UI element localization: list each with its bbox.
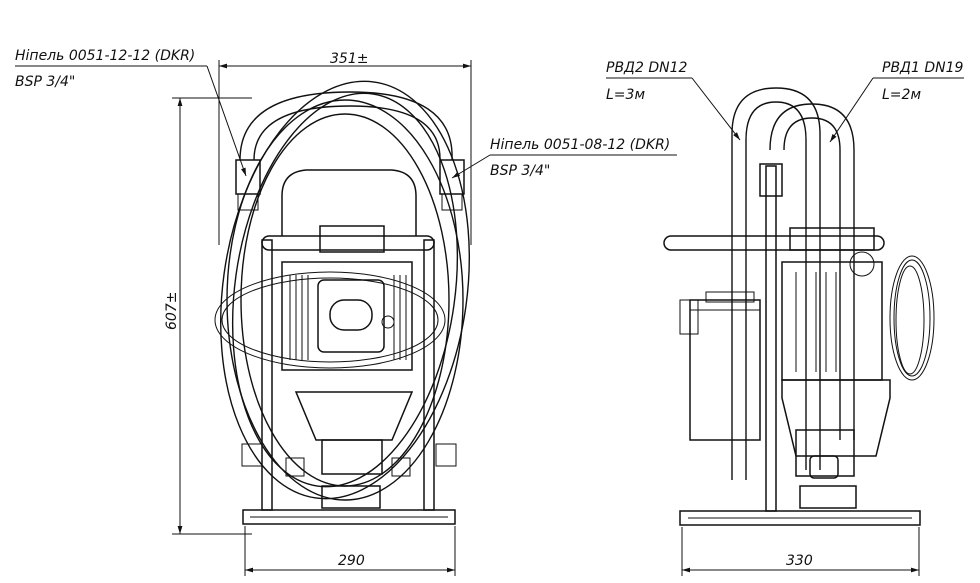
leader-hose2 [691, 77, 741, 141]
front-dimensions: 351± 607± 290 [164, 51, 472, 576]
side-motor [781, 261, 883, 381]
front-fitting-left [235, 159, 261, 195]
front-motor [281, 261, 413, 371]
label-hose2-line1: РВД2 DN12 [606, 60, 688, 76]
label-nipple-right-line1: Ніпель 0051-08-12 (DKR) [490, 137, 670, 153]
side-pump-housing [781, 379, 891, 457]
side-cable-coil [889, 255, 935, 381]
side-callouts: РВД2 DN12 L=3м РВД1 DN19 L=2м [606, 60, 964, 143]
side-view [663, 87, 935, 526]
front-frame-left [261, 239, 273, 511]
side-dimensions: 330 [681, 527, 920, 576]
side-valve [809, 455, 839, 479]
label-hose2-line2: L=3м [606, 87, 645, 103]
leader-nipple-left [206, 65, 247, 177]
front-pump-housing [294, 391, 414, 441]
front-control-box [317, 279, 385, 353]
front-frame-right [423, 239, 435, 511]
front-view [214, 80, 470, 525]
front-logo-plate [329, 299, 373, 331]
label-nipple-left-line1: Ніпель 0051-12-12 (DKR) [15, 48, 195, 64]
dim-top-width: 351± [330, 51, 368, 67]
label-hose1-line1: РВД1 DN19 [882, 60, 964, 76]
front-tank [281, 169, 417, 236]
front-base-plate [242, 509, 456, 525]
side-tank [689, 299, 761, 441]
dim-base-width: 290 [338, 553, 365, 569]
label-nipple-left-line2: BSP 3/4" [15, 74, 75, 90]
side-frame-post [765, 165, 777, 512]
front-handle-bar [261, 235, 435, 251]
label-nipple-right-line2: BSP 3/4" [490, 163, 550, 179]
leader-hose1 [829, 77, 874, 143]
front-hose-loops [214, 80, 470, 501]
side-hose-loops [731, 87, 855, 480]
side-base-plate [679, 510, 921, 526]
leader-nipple-right [451, 154, 491, 179]
front-callouts: Ніпель 0051-12-12 (DKR) BSP 3/4" Ніпель … [15, 48, 677, 179]
dim-side-width: 330 [786, 553, 813, 569]
side-handle-bar [663, 235, 885, 251]
side-motor-plug [849, 251, 875, 277]
label-hose1-line2: L=2м [882, 87, 921, 103]
dim-height: 607± [164, 292, 180, 330]
